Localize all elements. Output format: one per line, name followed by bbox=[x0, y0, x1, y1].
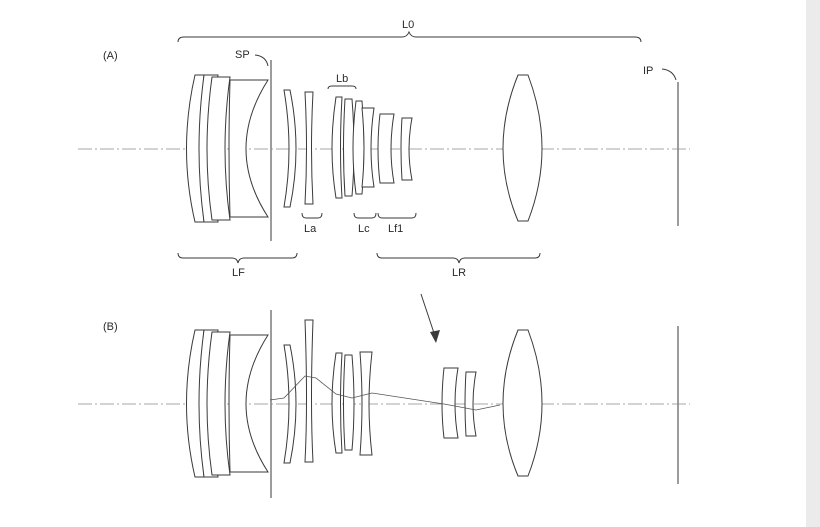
lens-lf1-b bbox=[400, 117, 413, 181]
lens-b-lb1 bbox=[331, 352, 343, 454]
lens-la bbox=[304, 91, 314, 205]
lc-label: Lc bbox=[358, 223, 370, 235]
lens-a4 bbox=[228, 79, 269, 218]
l0-label: L0 bbox=[402, 19, 414, 31]
lens-b4 bbox=[228, 334, 269, 473]
sp-leader bbox=[254, 54, 269, 67]
ip-leader bbox=[661, 68, 677, 81]
lf-label: LF bbox=[232, 267, 245, 279]
lens-b-lb2 bbox=[343, 354, 355, 451]
movement-arrow bbox=[420, 293, 440, 343]
la-label: La bbox=[304, 223, 317, 235]
lens-b-lc bbox=[359, 351, 373, 456]
lens-rear-b bbox=[502, 329, 543, 477]
panel-b-label: (B) bbox=[103, 321, 118, 333]
lr-label: LR bbox=[452, 267, 466, 279]
lr-bracket bbox=[376, 252, 541, 264]
lf-bracket bbox=[177, 252, 298, 264]
lens-lb1 bbox=[331, 96, 343, 199]
lens-a5 bbox=[283, 89, 297, 208]
lens-lb2 bbox=[343, 98, 355, 197]
lens-a3 bbox=[206, 76, 231, 221]
lens-lf1-a bbox=[377, 113, 395, 184]
ip-label: IP bbox=[643, 65, 653, 77]
lb-label: Lb bbox=[336, 73, 348, 85]
lc-bracket bbox=[353, 212, 377, 219]
lens-lc bbox=[361, 107, 375, 188]
lens-b-lf1-a bbox=[441, 367, 459, 439]
lens-b5 bbox=[283, 344, 297, 464]
lens-rear-a bbox=[502, 74, 543, 222]
panel-a-label: (A) bbox=[103, 50, 118, 62]
lb-bracket bbox=[327, 85, 357, 90]
lf1-label: Lf1 bbox=[388, 223, 403, 235]
la-bracket bbox=[301, 212, 323, 219]
lf1-bracket bbox=[377, 212, 417, 219]
lens-b3 bbox=[206, 331, 231, 476]
lens-b-lf1-b bbox=[464, 371, 477, 437]
l0-bracket bbox=[177, 30, 642, 43]
sp-label: SP bbox=[235, 49, 250, 61]
ray-trace-b bbox=[269, 375, 501, 411]
image-border bbox=[806, 0, 820, 527]
lens-b-la bbox=[304, 319, 314, 463]
